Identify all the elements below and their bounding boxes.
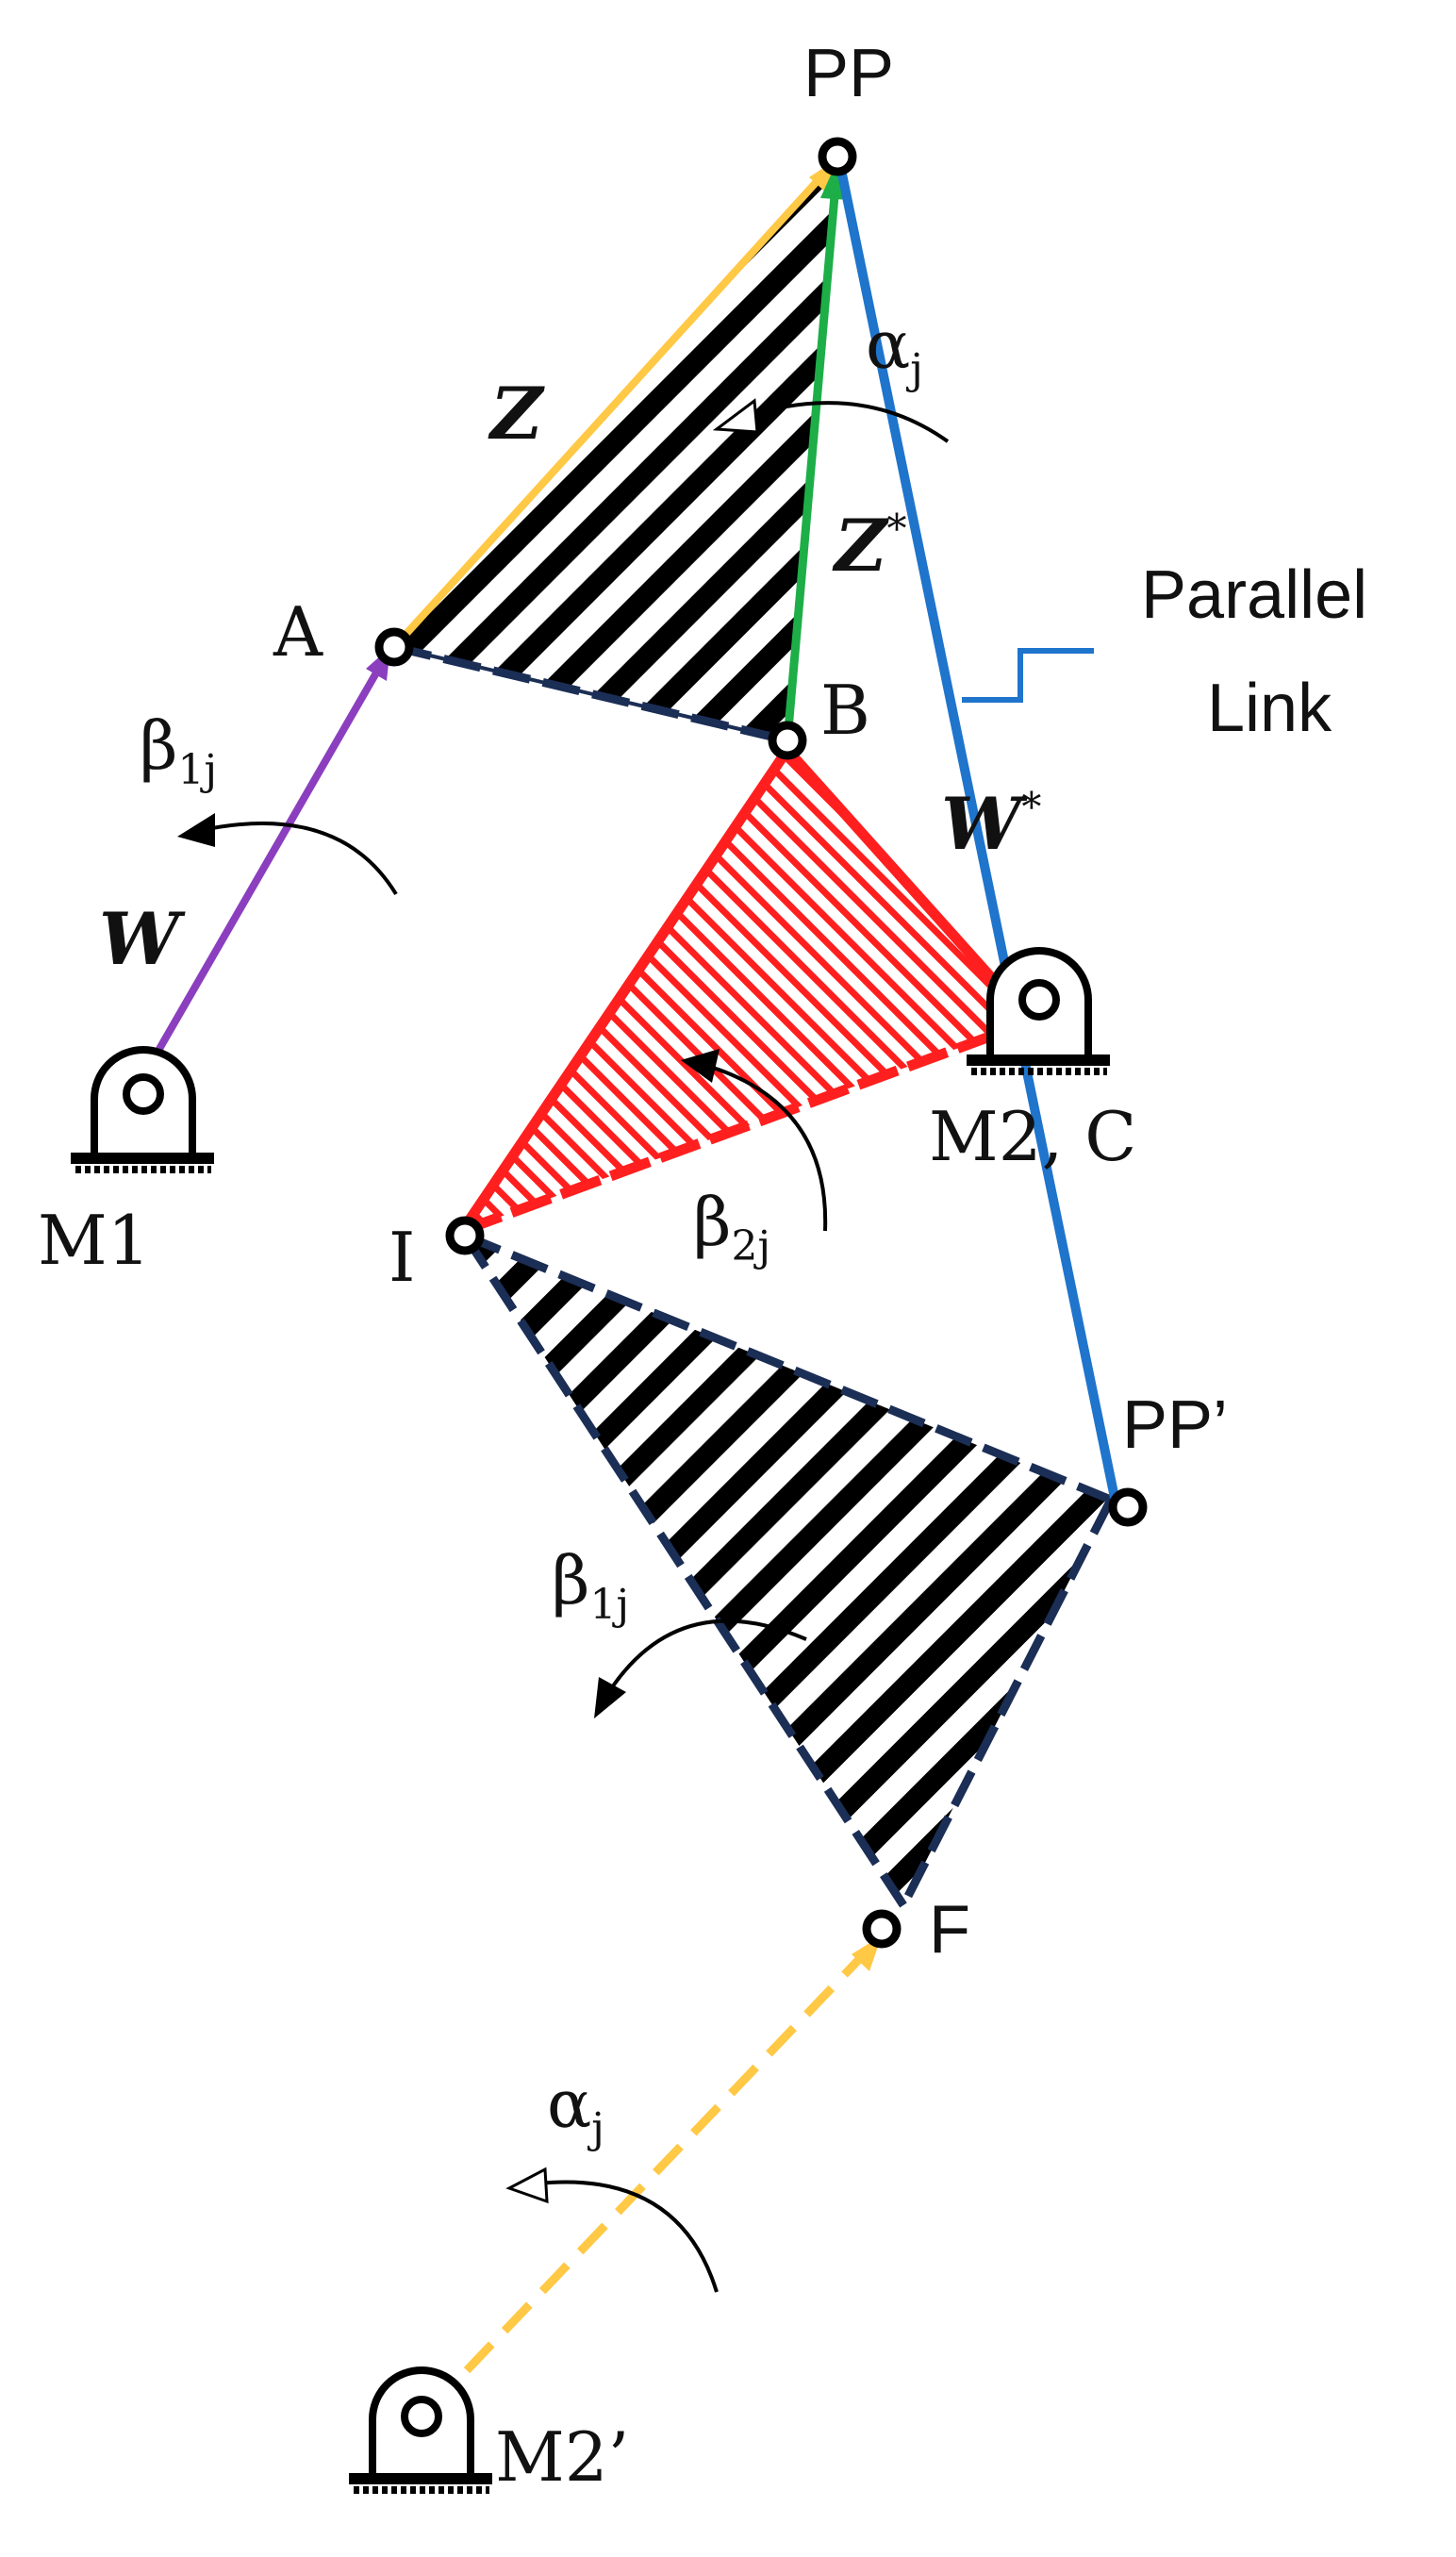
coupler-triangle-top — [392, 157, 837, 745]
joint-pp — [818, 137, 857, 176]
joint-b — [768, 721, 807, 760]
label-parallel: Parallel — [1141, 557, 1367, 633]
joint-i — [445, 1216, 485, 1255]
label-m1: M1 — [38, 1201, 151, 1280]
label-a: A — [273, 592, 323, 672]
angle-arrow-beta1-top — [177, 813, 398, 896]
link-ab — [393, 645, 788, 742]
parallel-link-blue — [835, 158, 1119, 1500]
label-vector-z-star: Z* — [832, 504, 906, 588]
vector-alpha-dashed-yellow — [425, 1935, 882, 2414]
label-m2-prime: M2’ — [495, 2417, 629, 2497]
label-beta1-top: β1j — [140, 707, 217, 794]
label-beta2: β2j — [693, 1184, 770, 1270]
ground-support-m2 — [967, 947, 1110, 1075]
label-link: Link — [1207, 671, 1332, 746]
label-vector-w: W — [99, 897, 186, 981]
ground-support-m2-prime — [349, 2366, 492, 2494]
angle-arrow-alpha-top — [712, 398, 950, 443]
angle-arrow-beta2 — [681, 1049, 828, 1232]
label-b: B — [820, 671, 870, 750]
joint-a — [374, 627, 414, 667]
label-m2c: M2, C — [929, 1097, 1136, 1176]
angle-arrow-alpha-bottom — [505, 2167, 719, 2293]
coupler-triangle-bottom — [461, 1231, 1116, 1908]
label-pp-prime: PP’ — [1122, 1387, 1228, 1463]
label-alpha-bottom: αj — [547, 2066, 604, 2152]
label-f: F — [929, 1892, 970, 1968]
red-link-triangle — [457, 746, 1035, 1237]
label-vector-z: Z — [488, 372, 545, 456]
label-alpha-top: αj — [866, 307, 923, 393]
label-i: I — [389, 1218, 415, 1297]
label-pp: PP — [803, 36, 894, 111]
label-vector-w-star: W* — [941, 782, 1041, 866]
joint-pp-prime — [1108, 1487, 1148, 1527]
angle-arrow-beta1-bottom — [594, 1619, 807, 1719]
ground-support-m1 — [71, 1046, 214, 1173]
vector-w-purple — [138, 647, 390, 1082]
joint-f — [862, 1909, 902, 1949]
label-beta1-bottom: β1j — [552, 1542, 629, 1629]
